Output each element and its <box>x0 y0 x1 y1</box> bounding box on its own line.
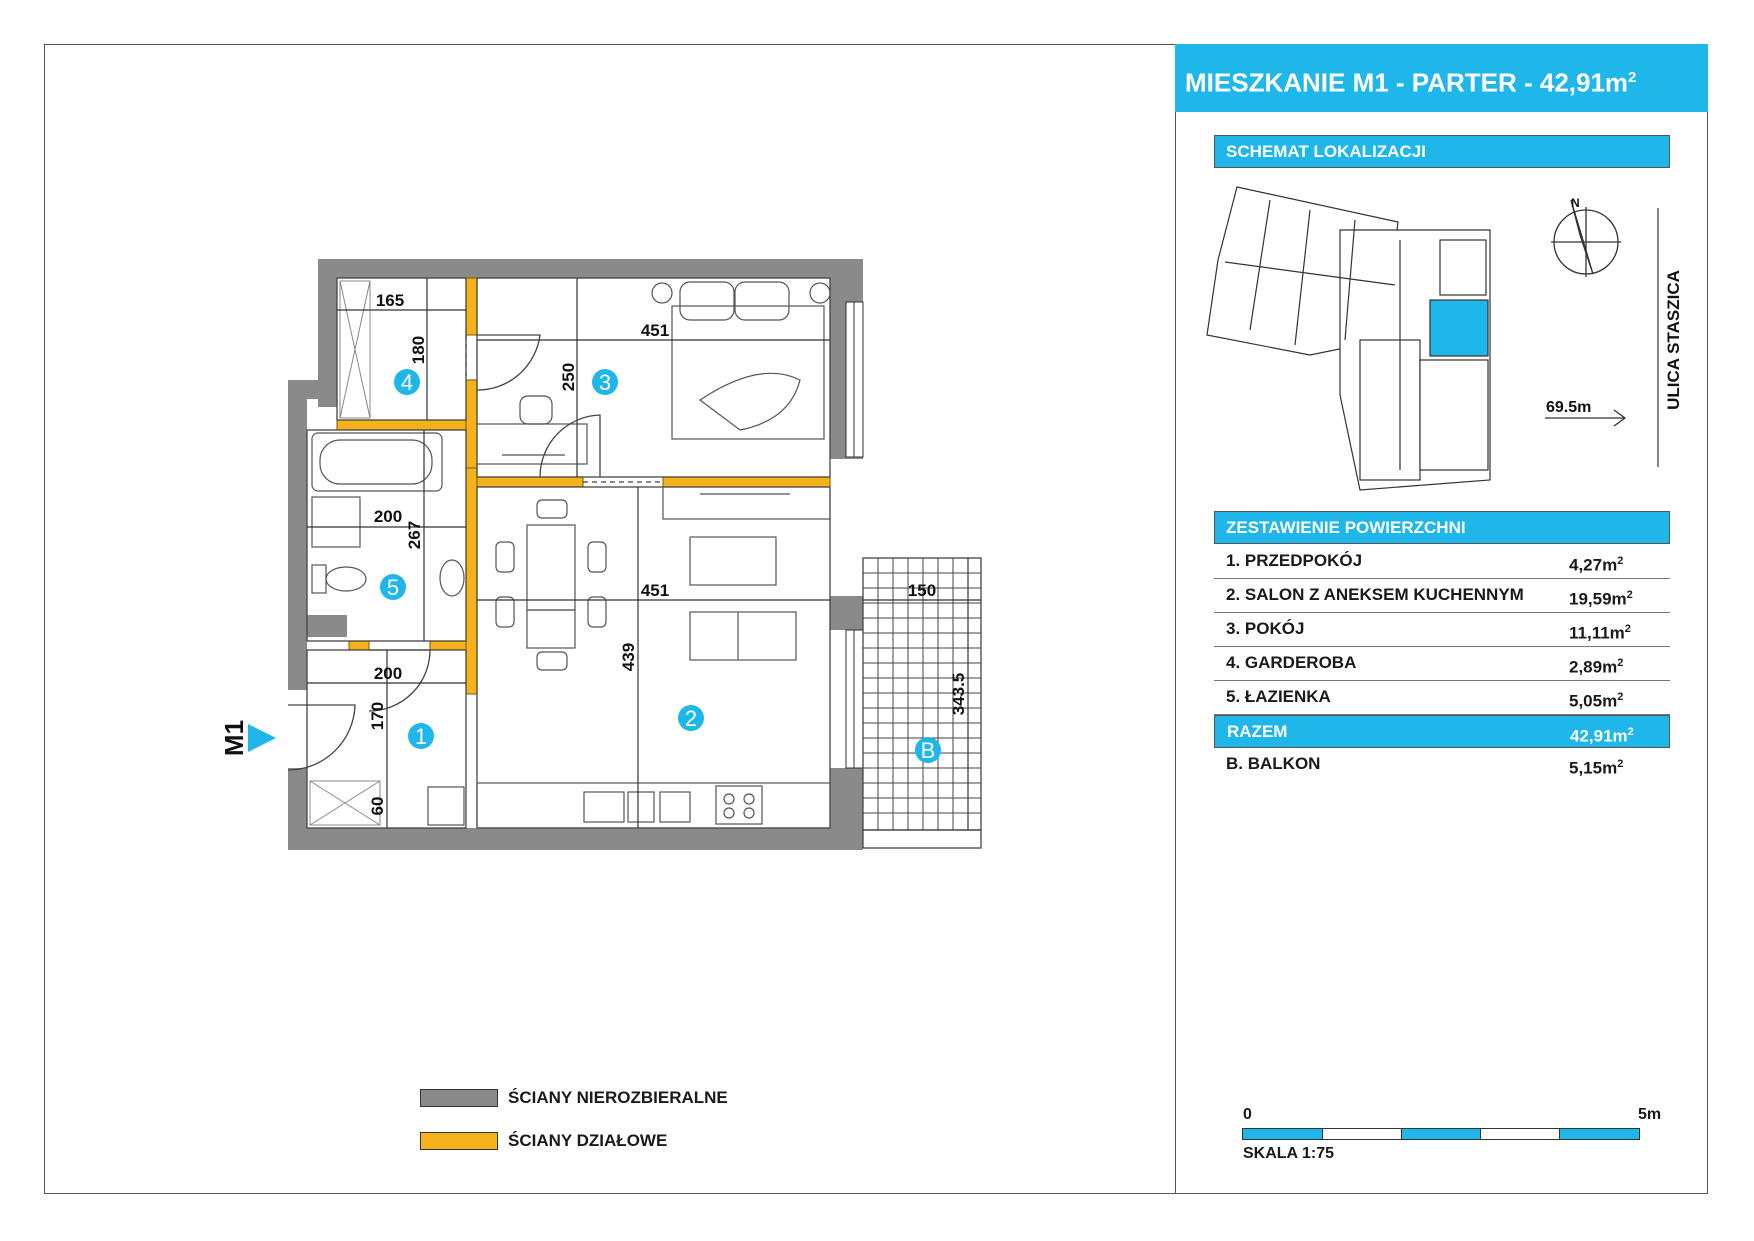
dim-180: 180 <box>409 336 428 364</box>
room-badge-2 <box>678 705 704 731</box>
dim-165: 165 <box>376 291 404 310</box>
room-outlines <box>306 277 982 849</box>
area-row: 1. PRZEDPOKÓJ 4,27m2 <box>1214 545 1670 579</box>
legend-partition-walls-label: ŚCIANY DZIAŁOWE <box>508 1131 668 1150</box>
area-name: 2. SALON Z ANEKSEM KUCHENNYM <box>1226 585 1524 604</box>
area-row: 5. ŁAZIENKA 5,05m2 <box>1214 681 1670 715</box>
scale-segment <box>1559 1128 1640 1140</box>
distance-label: 69.5m <box>1546 399 1591 416</box>
entrance-marker: M1 <box>219 720 276 756</box>
dim-150: 150 <box>908 581 936 600</box>
scale-segment <box>1242 1128 1323 1140</box>
area-name: 4. GARDEROBA <box>1226 653 1357 672</box>
area-name: 5. ŁAZIENKA <box>1226 687 1331 706</box>
room-badge-b <box>915 737 941 763</box>
dim-200-bath: 200 <box>374 507 402 526</box>
area-table: 1. PRZEDPOKÓJ 4,27m2 2. SALON Z ANEKSEM K… <box>1214 545 1670 781</box>
room-badge-1 <box>408 723 434 749</box>
area-total-name: RAZEM <box>1227 722 1288 741</box>
room-badge-4 <box>394 369 420 395</box>
dimension-labels: 165 180 451 250 200 267 451 439 150 343.… <box>368 291 968 815</box>
legend-load-walls-label: ŚCIANY NIEROZBIERALNE <box>508 1088 728 1107</box>
room-number-3: 3 <box>599 370 611 395</box>
balcony-value: 5,15m2 <box>1569 758 1624 778</box>
sheet-divider <box>1175 44 1176 1194</box>
dim-451-bottom: 451 <box>641 581 669 600</box>
entrance-label: M1 <box>219 720 249 756</box>
scale-start-label: 0 <box>1243 1106 1252 1123</box>
dim-200-hall: 200 <box>374 664 402 683</box>
scale-segment <box>1322 1128 1402 1140</box>
wardrobe-shelf <box>309 280 381 826</box>
title-text: MIESZKANIE M1 - PARTER - 42,91m <box>1185 67 1629 98</box>
dim-451-top: 451 <box>641 321 669 340</box>
location-heading: SCHEMAT LOKALIZACJI <box>1214 135 1670 168</box>
balcony-row: B. BALKON 5,15m2 <box>1214 748 1670 781</box>
room-number-4: 4 <box>401 370 413 395</box>
area-row: 3. POKÓJ 11,11m2 <box>1214 613 1670 647</box>
area-row: 2. SALON Z ANEKSEM KUCHENNYM 19,59m2 <box>1214 579 1670 613</box>
dimension-lines <box>307 278 981 830</box>
dim-60: 60 <box>368 797 387 816</box>
room-badge-5 <box>380 574 406 600</box>
scale-end-label: 5m <box>1638 1106 1662 1123</box>
dim-170: 170 <box>368 702 387 730</box>
page-title: MIESZKANIE M1 - PARTER - 42,91m2 <box>1175 44 1708 112</box>
dim-343-5: 343.5 <box>949 673 968 716</box>
area-value: 5,05m2 <box>1569 691 1624 711</box>
dim-439: 439 <box>619 643 638 671</box>
north-label: N <box>1571 196 1580 210</box>
area-row: 4. GARDEROBA 2,89m2 <box>1214 647 1670 681</box>
scale-segment <box>1480 1128 1560 1140</box>
area-total-row: RAZEM 42,91m2 <box>1214 715 1670 748</box>
furniture <box>311 281 831 829</box>
drawing-sheet <box>44 44 1708 1194</box>
apartment-highlight <box>1429 299 1489 357</box>
street-label: ULICA STASZICA <box>1664 270 1683 410</box>
distance-arrow-icon <box>1613 409 1627 427</box>
area-value: 19,59m2 <box>1569 589 1633 609</box>
room-number-5: 5 <box>387 575 399 600</box>
balcony-name: B. BALKON <box>1226 754 1321 773</box>
room-number-2: 2 <box>685 706 697 731</box>
entrance-arrow-icon <box>248 724 276 752</box>
scale-label: SKALA 1:75 <box>1243 1145 1334 1162</box>
dim-267: 267 <box>405 521 424 549</box>
area-value: 2,89m2 <box>1569 657 1624 677</box>
dim-250: 250 <box>559 363 578 391</box>
room-number-1: 1 <box>415 724 427 749</box>
areas-heading: ZESTAWIENIE POWIERZCHNI <box>1214 511 1670 544</box>
area-name: 3. POKÓJ <box>1226 619 1305 638</box>
windows <box>845 301 864 769</box>
title-superscript: 2 <box>1628 69 1637 86</box>
room-number-b: B <box>921 738 936 763</box>
legend-swatch-yellow <box>420 1132 498 1150</box>
location-schema <box>1206 186 1491 491</box>
area-value: 11,11m2 <box>1569 623 1631 643</box>
area-value: 4,27m2 <box>1569 555 1624 575</box>
area-name: 1. PRZEDPOKÓJ <box>1226 551 1363 570</box>
scale-segment <box>1401 1128 1481 1140</box>
scale-bar <box>1242 1128 1642 1142</box>
room-badges: 1 2 3 4 5 B <box>380 369 941 763</box>
legend-swatch-grey <box>420 1089 498 1107</box>
north-arrow-icon <box>1551 199 1621 277</box>
room-badge-3 <box>592 369 618 395</box>
area-total-value: 42,91m2 <box>1570 726 1634 746</box>
